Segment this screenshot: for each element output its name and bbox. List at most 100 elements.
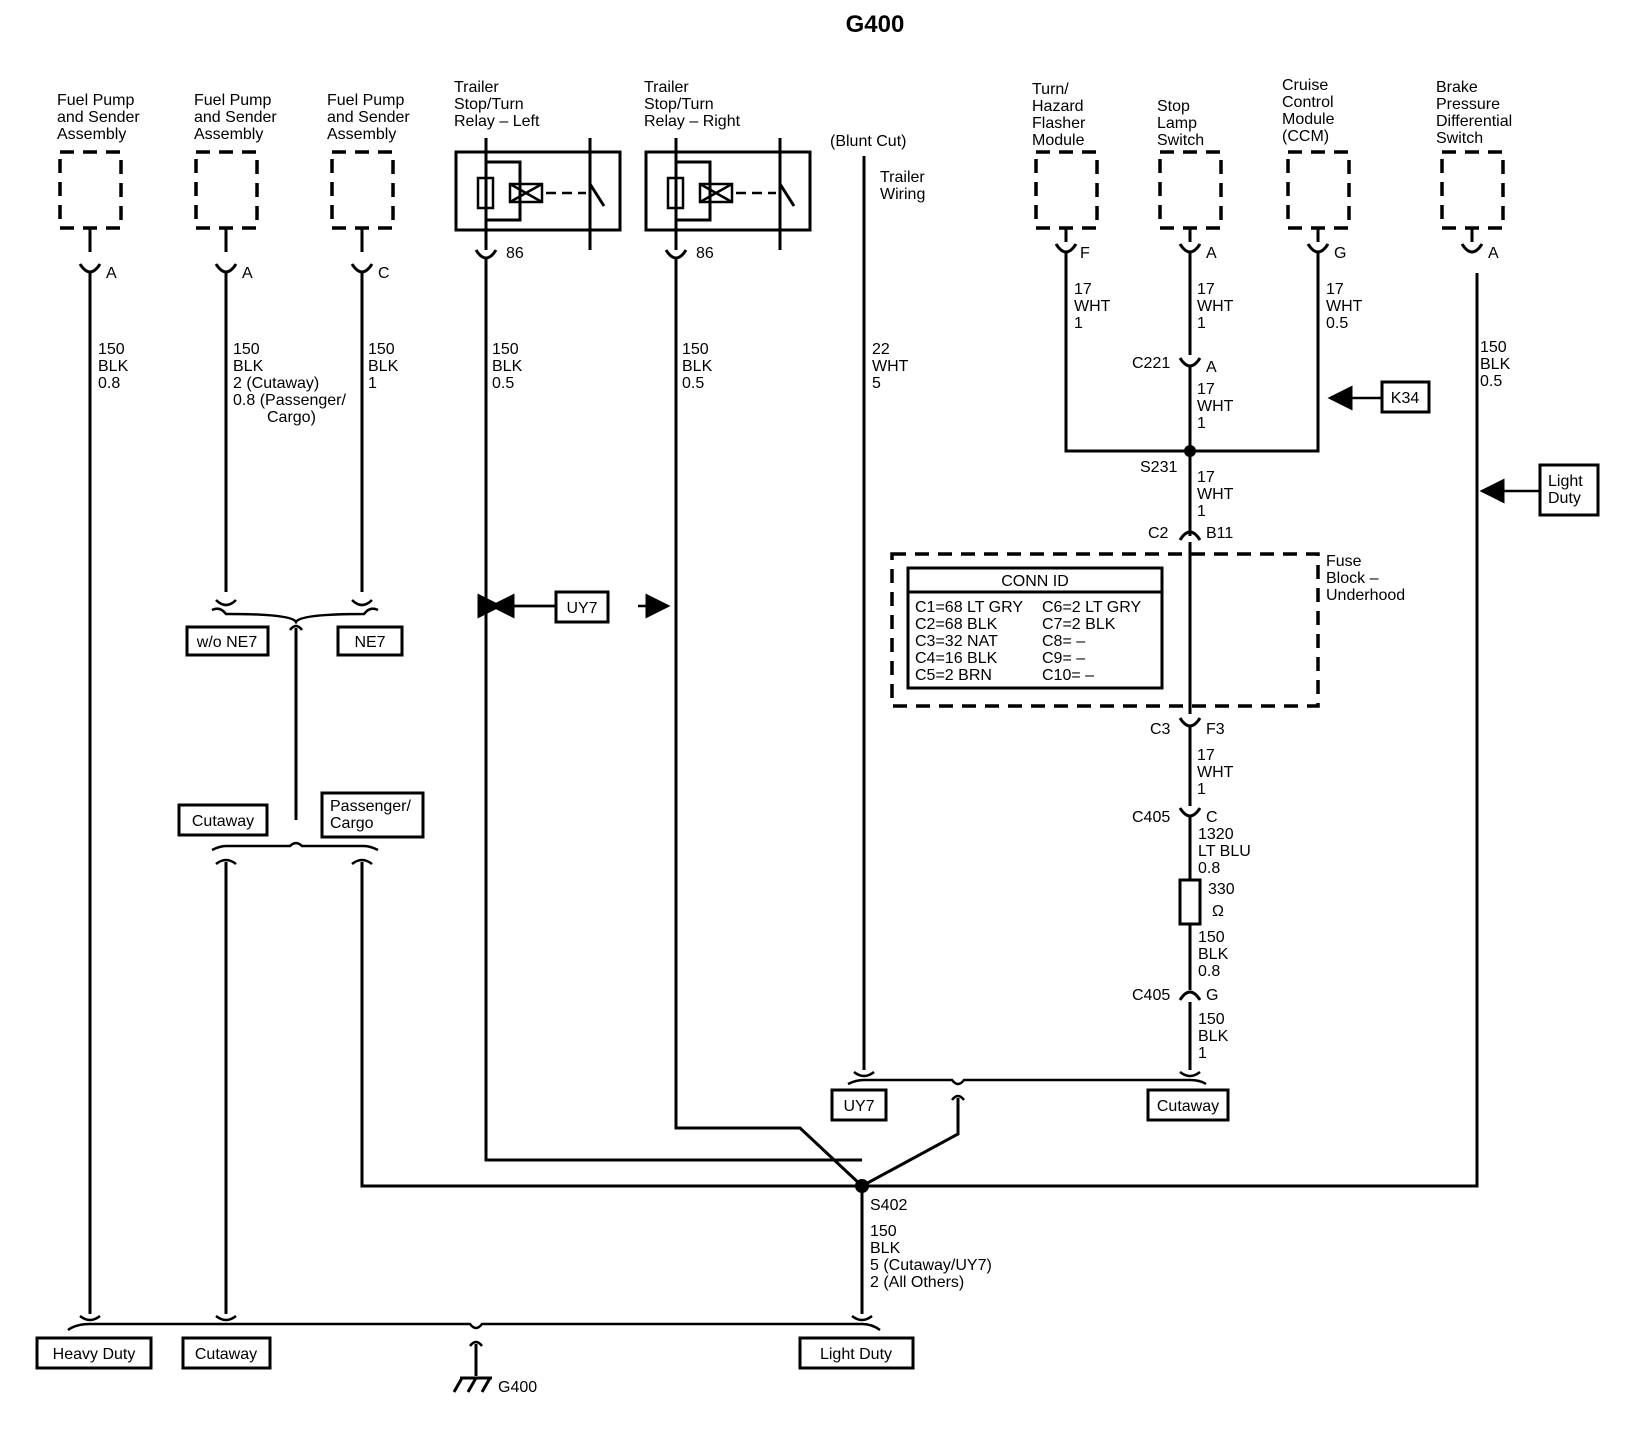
c405a-connector: [1178, 807, 1202, 818]
relay-left-label-3: Relay – Left: [454, 113, 540, 130]
conn-id-l4: C4=16 BLK: [915, 650, 998, 667]
fp1-wire-2: BLK: [98, 358, 129, 375]
c405b-wire-1: 150: [1198, 1011, 1225, 1028]
brake-wire-1: 150: [1480, 339, 1507, 356]
ground-brace: [67, 1322, 881, 1332]
g400-label: G400: [498, 1379, 537, 1396]
fp2-connector: [214, 228, 238, 274]
ne7-box: [336, 625, 404, 657]
brake-label-3: Differential: [1436, 113, 1512, 130]
c405a-wire-1: 1320: [1198, 826, 1234, 843]
s231-splice: [1184, 445, 1196, 457]
s231-wire-3: 1: [1197, 503, 1206, 520]
light-duty-right-1: Light: [1548, 473, 1583, 490]
c405b-pin: G: [1206, 987, 1218, 1004]
stop-lamp-label-1: Stop: [1157, 98, 1190, 115]
ne7-label: NE7: [354, 634, 385, 651]
fuse-block-label-3: Underhood: [1326, 587, 1405, 604]
relay-left-wire: [484, 258, 862, 1162]
relay-left-connector: [474, 249, 498, 260]
s231-wire-1: 17: [1197, 469, 1215, 486]
cutaway-bottom-label: Cutaway: [195, 1346, 257, 1363]
flasher-module: Turn/ Hazard Flasher Module: [1032, 81, 1099, 230]
pass-cargo-label-2: Cargo: [330, 815, 374, 832]
relay-right-label-3: Relay – Right: [644, 113, 741, 130]
fuse-block-outline: [890, 552, 1320, 708]
light-duty-bottom-label: Light Duty: [820, 1346, 892, 1363]
conn-id-r5: C10= –: [1042, 667, 1094, 684]
fp1-wire-1: 150: [98, 341, 125, 358]
fp2-wire-5: Cargo): [267, 409, 316, 426]
fp2-pin: A: [242, 265, 253, 282]
s402-wire-3: 5 (Cutaway/UY7): [870, 1257, 992, 1274]
fp3-label-2: and Sender: [327, 109, 410, 126]
c405b-wire-2: BLK: [1198, 1028, 1229, 1045]
stop-lamp-wire-2: WHT: [1197, 298, 1234, 315]
flasher-wire-2: WHT: [1074, 298, 1111, 315]
stop-lamp-wire-3: 1: [1197, 315, 1206, 332]
brake-label-1: Brake: [1436, 79, 1478, 96]
c3-connector: [1178, 717, 1202, 728]
heavy-duty-box: [35, 1336, 153, 1370]
fp2-wire-3: 2 (Cutaway): [233, 375, 319, 392]
s402-wire-2: BLK: [870, 1240, 901, 1257]
stop-lamp-label-2: Lamp: [1157, 115, 1197, 132]
blunt-cut-label: (Blunt Cut): [830, 133, 906, 150]
relay-left-pin: 86: [506, 245, 524, 262]
c221-connector: [1178, 357, 1202, 368]
lower-split-ends: [853, 1070, 1201, 1078]
fp1-connector: [78, 228, 102, 274]
c3-wire-2: WHT: [1197, 764, 1234, 781]
relay-right-connector: [664, 249, 688, 260]
ccm-label-1: Cruise: [1282, 77, 1328, 94]
c405b-label: C405: [1132, 987, 1170, 1004]
fp1-pin: A: [106, 265, 117, 282]
flasher-wire-3: 1: [1074, 315, 1083, 332]
relay-left-label-2: Stop/Turn: [454, 96, 524, 113]
fp3-pin: C: [378, 265, 390, 282]
diagram-title: G400: [846, 11, 905, 38]
c405b-wire-3: 1: [1198, 1045, 1207, 1062]
fuel-pump-1: Fuel Pump and Sender Assembly: [57, 92, 140, 230]
relay-right-label-1: Trailer: [644, 79, 689, 96]
stop-lamp-switch: Stop Lamp Switch: [1157, 98, 1223, 230]
relay-left: Trailer Stop/Turn Relay – Left: [454, 79, 622, 250]
ne7-vertical-top: [289, 624, 303, 631]
ccm-label-2: Control: [1282, 94, 1334, 111]
flasher-label-2: Hazard: [1032, 98, 1084, 115]
brake-label-2: Pressure: [1436, 96, 1500, 113]
lower-brace-stem: [951, 1094, 965, 1101]
flasher-pin: F: [1080, 245, 1090, 262]
pass-cargo-label-1: Passenger/: [330, 798, 411, 815]
conn-id-table: CONN ID C1=68 LT GRY C2=68 BLK C3=32 NAT…: [906, 566, 1164, 690]
flasher-label-4: Module: [1032, 132, 1085, 149]
res-wire-1: 150: [1198, 929, 1225, 946]
light-duty-right-2: Duty: [1548, 490, 1581, 507]
conn-id-l5: C5=2 BRN: [915, 667, 992, 684]
light-duty-right-box: [1538, 463, 1600, 517]
fp3-label-3: Assembly: [327, 126, 396, 143]
fp1-label-2: and Sender: [57, 109, 140, 126]
stop-lamp-pin: A: [1206, 245, 1217, 262]
fp2-wire-2: BLK: [233, 358, 264, 375]
uy7-low-label: UY7: [843, 1098, 874, 1115]
light-duty-bottom-box: [798, 1336, 915, 1370]
brake-wire-2: BLK: [1480, 356, 1511, 373]
flasher-wire-1: 17: [1074, 281, 1092, 298]
resistor: [1178, 878, 1202, 926]
pass-cargo-box: [320, 791, 425, 839]
heavy-duty-label: Heavy Duty: [53, 1346, 136, 1363]
ccm-wire-1: 17: [1326, 281, 1344, 298]
brake-connector: [1460, 228, 1484, 254]
c405a-wire-3: 0.8: [1198, 860, 1220, 877]
conn-id-l3: C3=32 NAT: [915, 633, 998, 650]
conn-id-r4: C9= –: [1042, 650, 1085, 667]
c2-pin: B11: [1206, 525, 1233, 542]
fp3-wire-1: 150: [368, 341, 395, 358]
s402-wire-4: 2 (All Others): [870, 1274, 964, 1291]
relay-left-wire-1: 150: [492, 341, 519, 358]
cutaway-low-box: [1146, 1088, 1230, 1122]
brake-label-4: Switch: [1436, 130, 1483, 147]
ground-stem-top: [469, 1340, 483, 1347]
fuse-block-label-1: Fuse: [1326, 553, 1362, 570]
